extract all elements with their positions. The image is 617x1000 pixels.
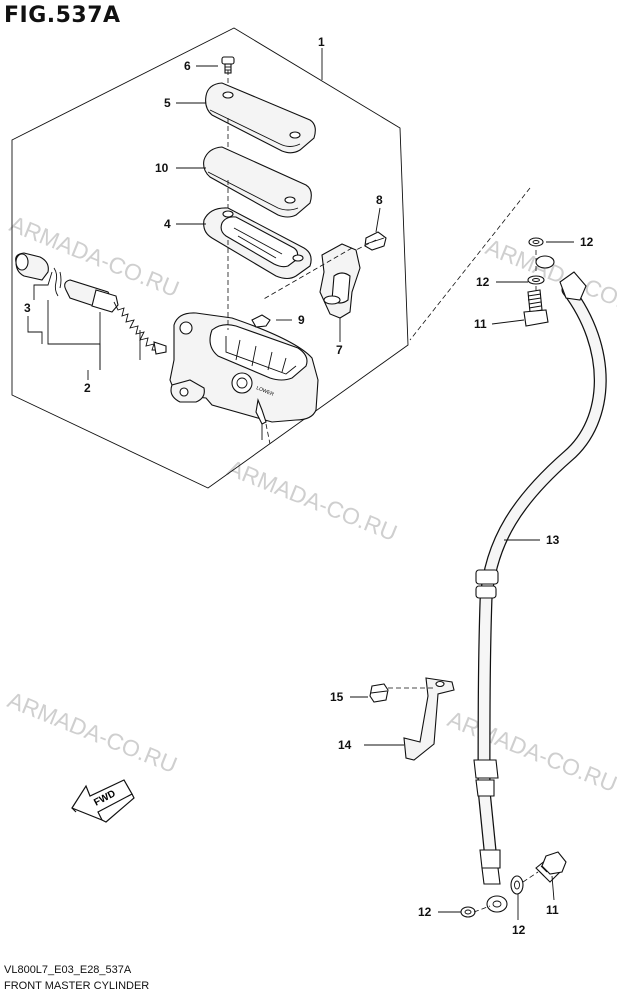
watermark-text: ARMADA-CO.RU [224, 455, 401, 547]
bracket-bolt [369, 683, 389, 703]
diagram-caption: FRONT MASTER CYLINDER [4, 980, 150, 992]
callout-11: 11 [474, 317, 487, 331]
callout-1: 1 [318, 35, 325, 49]
watermark-text: ARMADA-CO.RU [482, 234, 617, 326]
assembly-guides [227, 70, 539, 913]
forward-direction-arrow-icon: FWD [71, 779, 135, 823]
cap-screw [221, 56, 235, 74]
callout-9: 9 [298, 313, 305, 327]
callout-10: 10 [155, 161, 169, 175]
callout-12: 12 [476, 275, 490, 289]
union-bolt-top [523, 289, 549, 327]
callout-15: 15 [330, 690, 344, 704]
holder-bolt [364, 231, 387, 251]
watermark-text: ARMADA-CO.RU [4, 687, 181, 779]
dust-boot [15, 252, 49, 281]
callout-12: 12 [580, 235, 594, 249]
piston-set [64, 279, 167, 355]
circlip [53, 267, 62, 297]
callout-14: 14 [338, 738, 352, 752]
hose-clamp-bracket [403, 677, 455, 761]
assembly-boundary [11, 27, 409, 489]
figure-title: FIG.537A [4, 3, 121, 28]
callout-12: 12 [512, 923, 526, 937]
model-code: VL800L7_E03_E28_537A [4, 964, 132, 976]
diaphragm [203, 207, 312, 280]
callout-3: 3 [24, 301, 31, 315]
callout-13: 13 [546, 533, 560, 547]
switch-screw [251, 314, 271, 328]
reservoir-cap [205, 82, 316, 154]
callout-4: 4 [164, 217, 171, 231]
watermark-text: ARMADA-CO.RU [444, 706, 617, 798]
callout-6: 6 [184, 59, 191, 73]
leader-lines [27, 48, 574, 920]
diaphragm-plate [203, 146, 312, 218]
callout-11: 11 [546, 903, 559, 917]
callout-2: 2 [84, 381, 91, 395]
master-cylinder-body: LOWER [169, 312, 319, 440]
callout-5: 5 [164, 96, 171, 110]
handlebar-holder [319, 243, 361, 319]
washers [460, 237, 545, 918]
callouts: 1 6 5 10 4 8 9 7 3 2 12 12 11 13 15 14 1… [24, 35, 594, 937]
callout-8: 8 [376, 193, 383, 207]
union-bolt-bottom [535, 851, 567, 883]
callout-7: 7 [336, 343, 343, 357]
callout-12: 12 [418, 905, 432, 919]
brake-hose [473, 255, 607, 913]
